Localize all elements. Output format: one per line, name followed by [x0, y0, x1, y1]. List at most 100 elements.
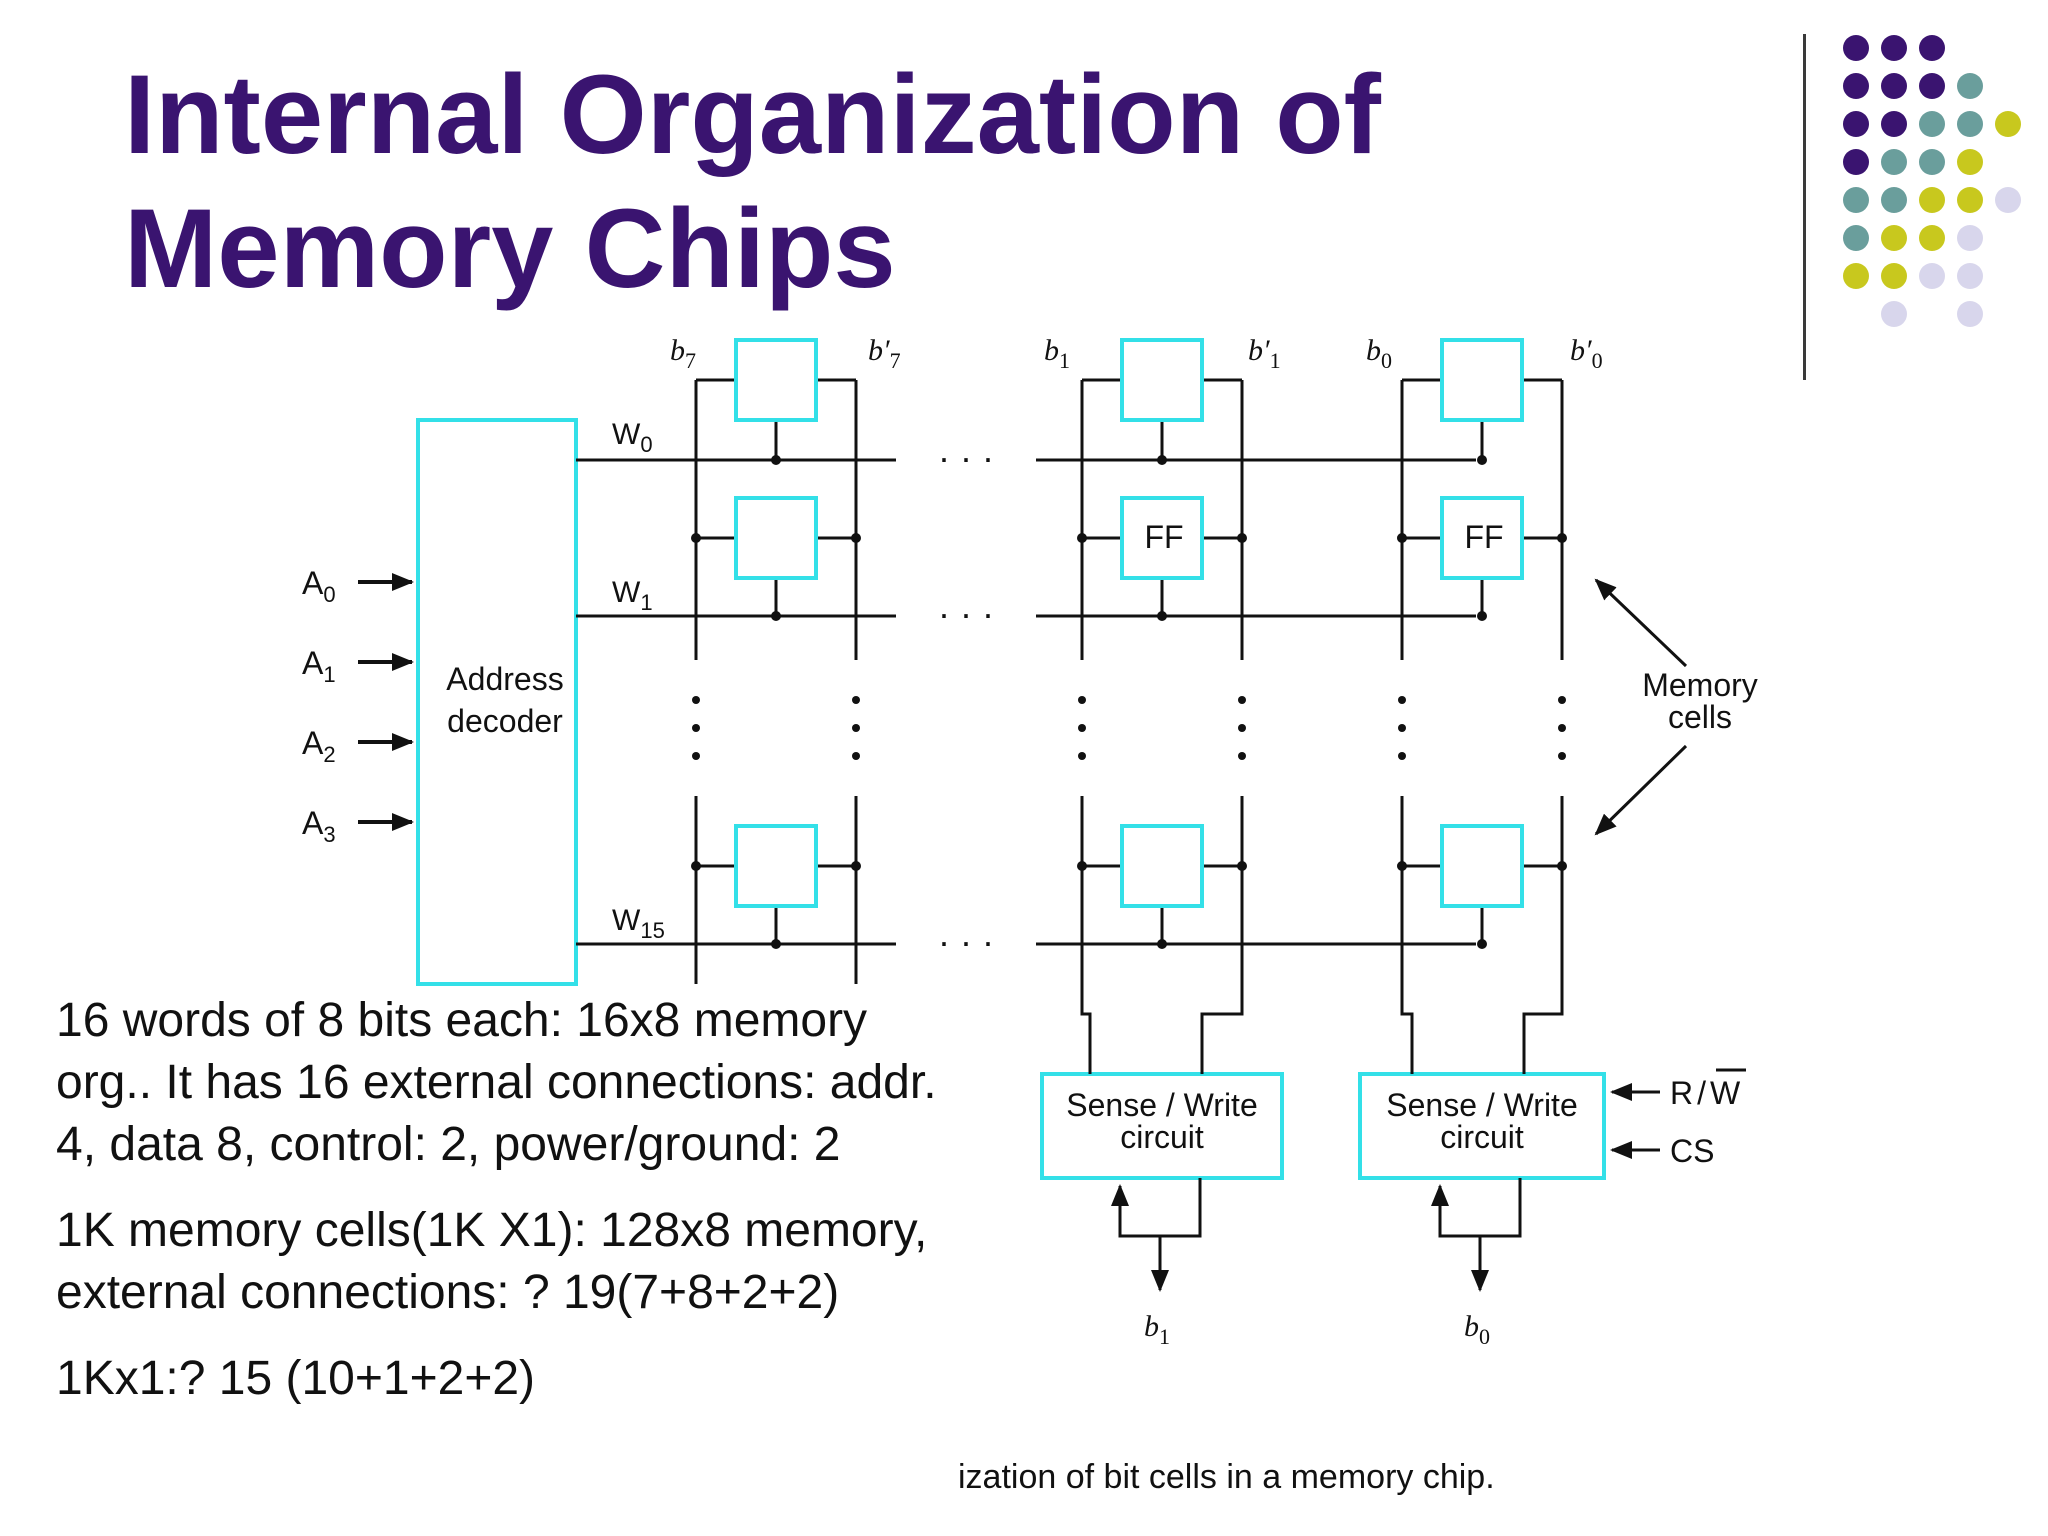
word-label-w15: W15 [612, 904, 665, 943]
vertical-ellipsis-dot [1078, 696, 1086, 704]
b0-input-arrow [1431, 1184, 1480, 1238]
memory-cells-arrow-down [1594, 744, 1688, 836]
column-ellipsis-row-1: · · · [938, 593, 994, 634]
decorative-dot [1957, 187, 1983, 213]
decorative-dot [1919, 263, 1945, 289]
vertical-ellipsis-dot [852, 696, 860, 704]
vertical-ellipsis-dot [1238, 752, 1246, 760]
address-decoder-label-1: Address [446, 661, 563, 697]
decorative-dot [1881, 35, 1907, 61]
vertical-ellipsis-dot [1398, 724, 1406, 732]
vertical-ellipsis-dot [1238, 696, 1246, 704]
note-paragraph-2: 1K memory cells(1K X1): 128x8 memory, ex… [56, 1204, 928, 1319]
vertical-ellipsis-dot [1558, 696, 1566, 704]
junction-dot [1477, 611, 1487, 621]
vertical-ellipsis-dot [692, 752, 700, 760]
address-a0-base: A [302, 565, 324, 601]
b1-input-arrow [1111, 1184, 1160, 1238]
sense-write-b0-label-2: circuit [1440, 1119, 1524, 1155]
memory-cells-arrow-up [1594, 578, 1688, 668]
junction-dot [1157, 939, 1167, 949]
decorative-dot [1957, 111, 1983, 137]
decorative-dot [1843, 149, 1869, 175]
ff-label-b1: FF [1144, 519, 1183, 555]
sense-write-b0-label-1: Sense / Write [1386, 1087, 1577, 1123]
word-w1-base: W [612, 576, 641, 609]
note-paragraph-1: 16 words of 8 bits each: 16x8 memory org… [56, 994, 937, 1171]
memory-cell-b1-row-2 [1120, 824, 1204, 908]
column-ellipsis-row-0: · · · [938, 437, 994, 478]
vertical-ellipsis-dot [1078, 752, 1086, 760]
bit-b7p-sub: 7 [890, 348, 901, 373]
decorative-dot [1957, 263, 1983, 289]
address-decoder-label-2: decoder [447, 703, 563, 739]
decorative-dot [1881, 301, 1907, 327]
memory-cell-b7-row-1 [734, 496, 818, 580]
vertical-ellipsis-dot [692, 724, 700, 732]
note-paragraph-3: 1Kx1:? 15 (10+1+2+2) [56, 1352, 536, 1405]
output-label-b1: b1 [1144, 1310, 1170, 1349]
junction-dot [851, 861, 861, 871]
b0-right-to-sense [1522, 984, 1564, 1074]
word-label-w0: W0 [612, 418, 653, 457]
decorative-dot [1843, 111, 1869, 137]
decorative-dot [1881, 263, 1907, 289]
bit-label-b7-prime: b′7 [868, 334, 901, 373]
word-w15-sub: 15 [640, 918, 664, 943]
rw-slash: / [1697, 1075, 1706, 1111]
bit-line-columns [691, 338, 1567, 984]
bit-label-b1: b1 [1044, 334, 1070, 373]
junction-dot [1397, 533, 1407, 543]
output-label-b0: b0 [1464, 1310, 1490, 1349]
address-a1-base: A [302, 645, 324, 681]
address-a2-base: A [302, 725, 324, 761]
bit-b1p-base: b′ [1248, 334, 1270, 367]
junction-dot [1237, 861, 1247, 871]
address-decoder-box [416, 418, 578, 986]
junction-dot [691, 533, 701, 543]
vertical-ellipsis-dot [1558, 724, 1566, 732]
b0-output-line [1480, 1178, 1522, 1238]
memory-cell-b0-row-2 [1440, 824, 1524, 908]
memory-cell-b1-row-0 [1120, 338, 1204, 422]
junction-dot [851, 533, 861, 543]
memory-cell-b7-row-0 [734, 338, 818, 422]
out-b0-sub: 0 [1479, 1324, 1490, 1349]
junction-dot [1077, 533, 1087, 543]
word-w15-base: W [612, 904, 641, 937]
decorative-dot [1881, 225, 1907, 251]
decorative-dot [1919, 149, 1945, 175]
rw-r: R [1670, 1075, 1693, 1111]
junction-dot [771, 455, 781, 465]
memory-cell-b0-row-1 [1440, 496, 1524, 580]
word-w0-base: W [612, 418, 641, 451]
out-b1-sub: 1 [1159, 1324, 1170, 1349]
decorative-dot [1995, 111, 2021, 137]
vertical-ellipsis-dot [1558, 752, 1566, 760]
word-w1-sub: 1 [640, 590, 652, 615]
memory-cells-label-1: Memory [1642, 667, 1758, 703]
decorative-dot [1957, 225, 1983, 251]
memory-cell-b0-row-0 [1440, 338, 1524, 422]
bit-label-b0: b0 [1366, 334, 1392, 373]
decorative-dot [1881, 187, 1907, 213]
address-a3-base: A [302, 805, 324, 841]
word-label-w1: W1 [612, 576, 653, 615]
decorative-dot [1995, 187, 2021, 213]
b0-left-to-sense [1400, 984, 1414, 1074]
title-line-1: Internal Organization of [124, 52, 1381, 177]
bit-b1p-sub: 1 [1270, 348, 1281, 373]
vertical-ellipsis-dot [852, 752, 860, 760]
word-w0-sub: 0 [640, 432, 652, 457]
junction-dot [771, 611, 781, 621]
decorative-dot [1843, 225, 1869, 251]
vertical-divider [1803, 34, 1806, 380]
decorative-dot [1843, 187, 1869, 213]
bit-b7p-base: b′ [868, 334, 890, 367]
address-label-a2: A2 [302, 725, 336, 767]
junction-dot [1157, 611, 1167, 621]
vertical-ellipsis-dot [852, 724, 860, 732]
rw-w: W [1710, 1075, 1741, 1111]
decorative-dot [1843, 73, 1869, 99]
junction-dot [1477, 455, 1487, 465]
